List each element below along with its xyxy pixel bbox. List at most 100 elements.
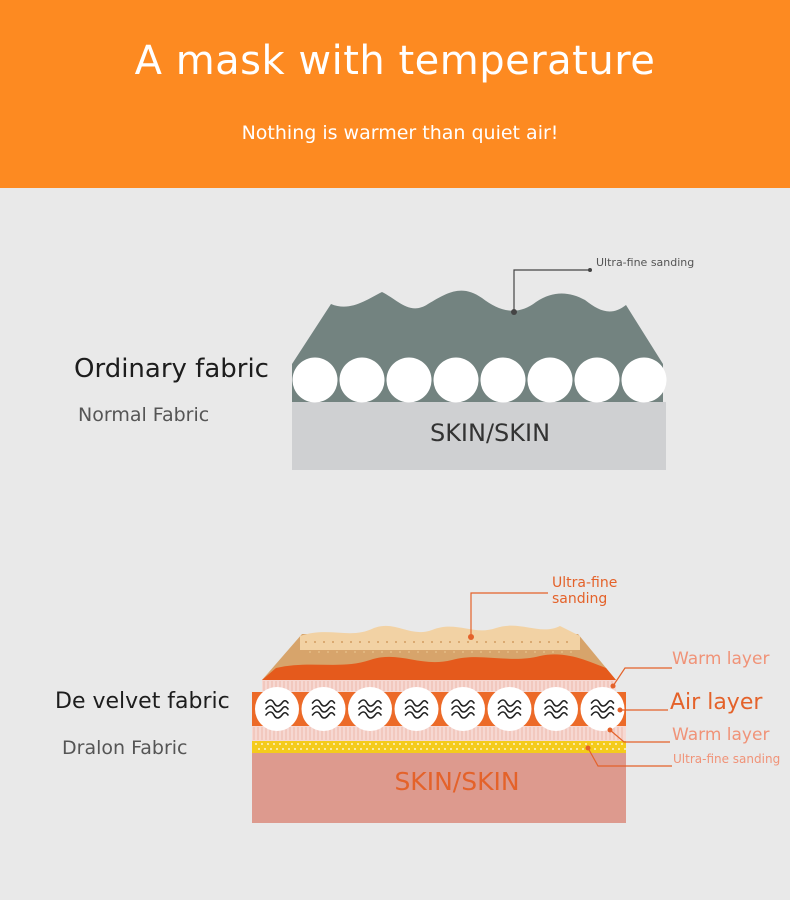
sand-dot — [273, 743, 275, 745]
sand-dot — [309, 743, 311, 745]
sand-dot — [357, 743, 359, 745]
fleece-dot — [503, 641, 505, 643]
fleece-dot — [485, 641, 487, 643]
fleece-dot — [462, 651, 464, 653]
fleece-dot — [444, 651, 446, 653]
sand-dot — [375, 743, 377, 745]
sanding-bottom-callout-dot — [585, 745, 591, 751]
fleece-dot — [408, 651, 410, 653]
sand-dot — [582, 748, 584, 750]
air-circle — [348, 687, 392, 731]
warm-bottom-callout-dot — [607, 727, 613, 733]
sand-dot — [342, 748, 344, 750]
fiber-circle — [480, 357, 526, 403]
sand-dot — [600, 748, 602, 750]
wave-line — [311, 699, 336, 707]
wave-line — [311, 705, 336, 713]
fleece-dot — [381, 651, 383, 653]
fleece-dot — [404, 641, 406, 643]
velvet-skin-label: SKIN/SKIN — [394, 767, 519, 796]
sand-dot — [372, 748, 374, 750]
sand-dot — [540, 748, 542, 750]
sand-dot — [432, 748, 434, 750]
sand-dot — [279, 743, 281, 745]
sand-dot — [573, 743, 575, 745]
ordinary-callout-label: Ultra-fine sanding — [596, 256, 694, 269]
sand-dot — [396, 748, 398, 750]
sand-dot — [612, 748, 614, 750]
wave-line — [544, 705, 568, 713]
velvet-skin-layer — [252, 753, 626, 823]
fleece-dot — [399, 651, 401, 653]
sand-dot — [552, 748, 554, 750]
wave-lines-icon — [265, 699, 289, 719]
sand-dot — [390, 748, 392, 750]
sand-dot — [546, 748, 548, 750]
sand-dot — [471, 743, 473, 745]
fiber-circle — [574, 357, 620, 403]
fleece-dot — [305, 641, 307, 643]
fleece-dot — [521, 641, 523, 643]
fleece-dot — [543, 651, 545, 653]
sand-dot — [435, 743, 437, 745]
fleece-dot — [525, 651, 527, 653]
fleece-dot — [390, 651, 392, 653]
sand-dot — [411, 743, 413, 745]
velvet-fabric-title: De velvet fabric — [55, 689, 230, 714]
ordinary-callout-line — [513, 269, 590, 312]
sand-dot — [378, 748, 380, 750]
fleece-dot — [354, 651, 356, 653]
sand-dot — [456, 748, 458, 750]
fleece-dot — [309, 651, 311, 653]
sand-dot — [615, 743, 617, 745]
wave-lines-icon — [451, 699, 475, 719]
sand-dot — [519, 743, 521, 745]
sand-dot — [420, 748, 422, 750]
sand-dot — [483, 743, 485, 745]
sand-dot — [510, 748, 512, 750]
sand-dot — [291, 743, 293, 745]
sand-dot — [402, 748, 404, 750]
page-title: A mask with temperature — [134, 38, 656, 84]
wave-line — [497, 699, 522, 707]
sand-dot — [294, 748, 296, 750]
fleece-dot — [422, 641, 424, 643]
fleece-dot — [359, 641, 361, 643]
sand-dot — [318, 748, 320, 750]
fleece-dot — [498, 651, 500, 653]
page-subtitle: Nothing is warmer than quiet air! — [241, 122, 559, 144]
sand-dot — [480, 748, 482, 750]
sand-dot — [303, 743, 305, 745]
sand-dot — [576, 748, 578, 750]
wave-lines-icon — [590, 699, 615, 719]
sand-dot — [579, 743, 581, 745]
sand-dot — [363, 743, 365, 745]
fiber-circle — [292, 357, 338, 403]
wave-line — [265, 699, 289, 707]
sand-dot — [594, 748, 596, 750]
sand-dot — [495, 743, 497, 745]
sand-dot — [405, 743, 407, 745]
sand-dot — [417, 743, 419, 745]
air-circle — [534, 687, 578, 731]
sand-dot — [606, 748, 608, 750]
sand-dot — [504, 748, 506, 750]
sand-dot — [312, 748, 314, 750]
sand-dot — [570, 748, 572, 750]
sand-dot — [549, 743, 551, 745]
fleece-dot — [512, 641, 514, 643]
fleece-dot — [458, 641, 460, 643]
sand-dot — [444, 748, 446, 750]
fleece-dot — [440, 641, 442, 643]
sand-dot — [369, 743, 371, 745]
fleece-dot — [453, 651, 455, 653]
sand-dot — [366, 748, 368, 750]
sand-dot — [486, 748, 488, 750]
fleece-dot — [323, 641, 325, 643]
air-circle — [580, 687, 625, 731]
sanding-bottom-callout-line — [587, 747, 672, 767]
fleece-dot — [332, 641, 334, 643]
sand-dot — [531, 743, 533, 745]
sand-dot — [567, 743, 569, 745]
fleece-dot — [314, 641, 316, 643]
